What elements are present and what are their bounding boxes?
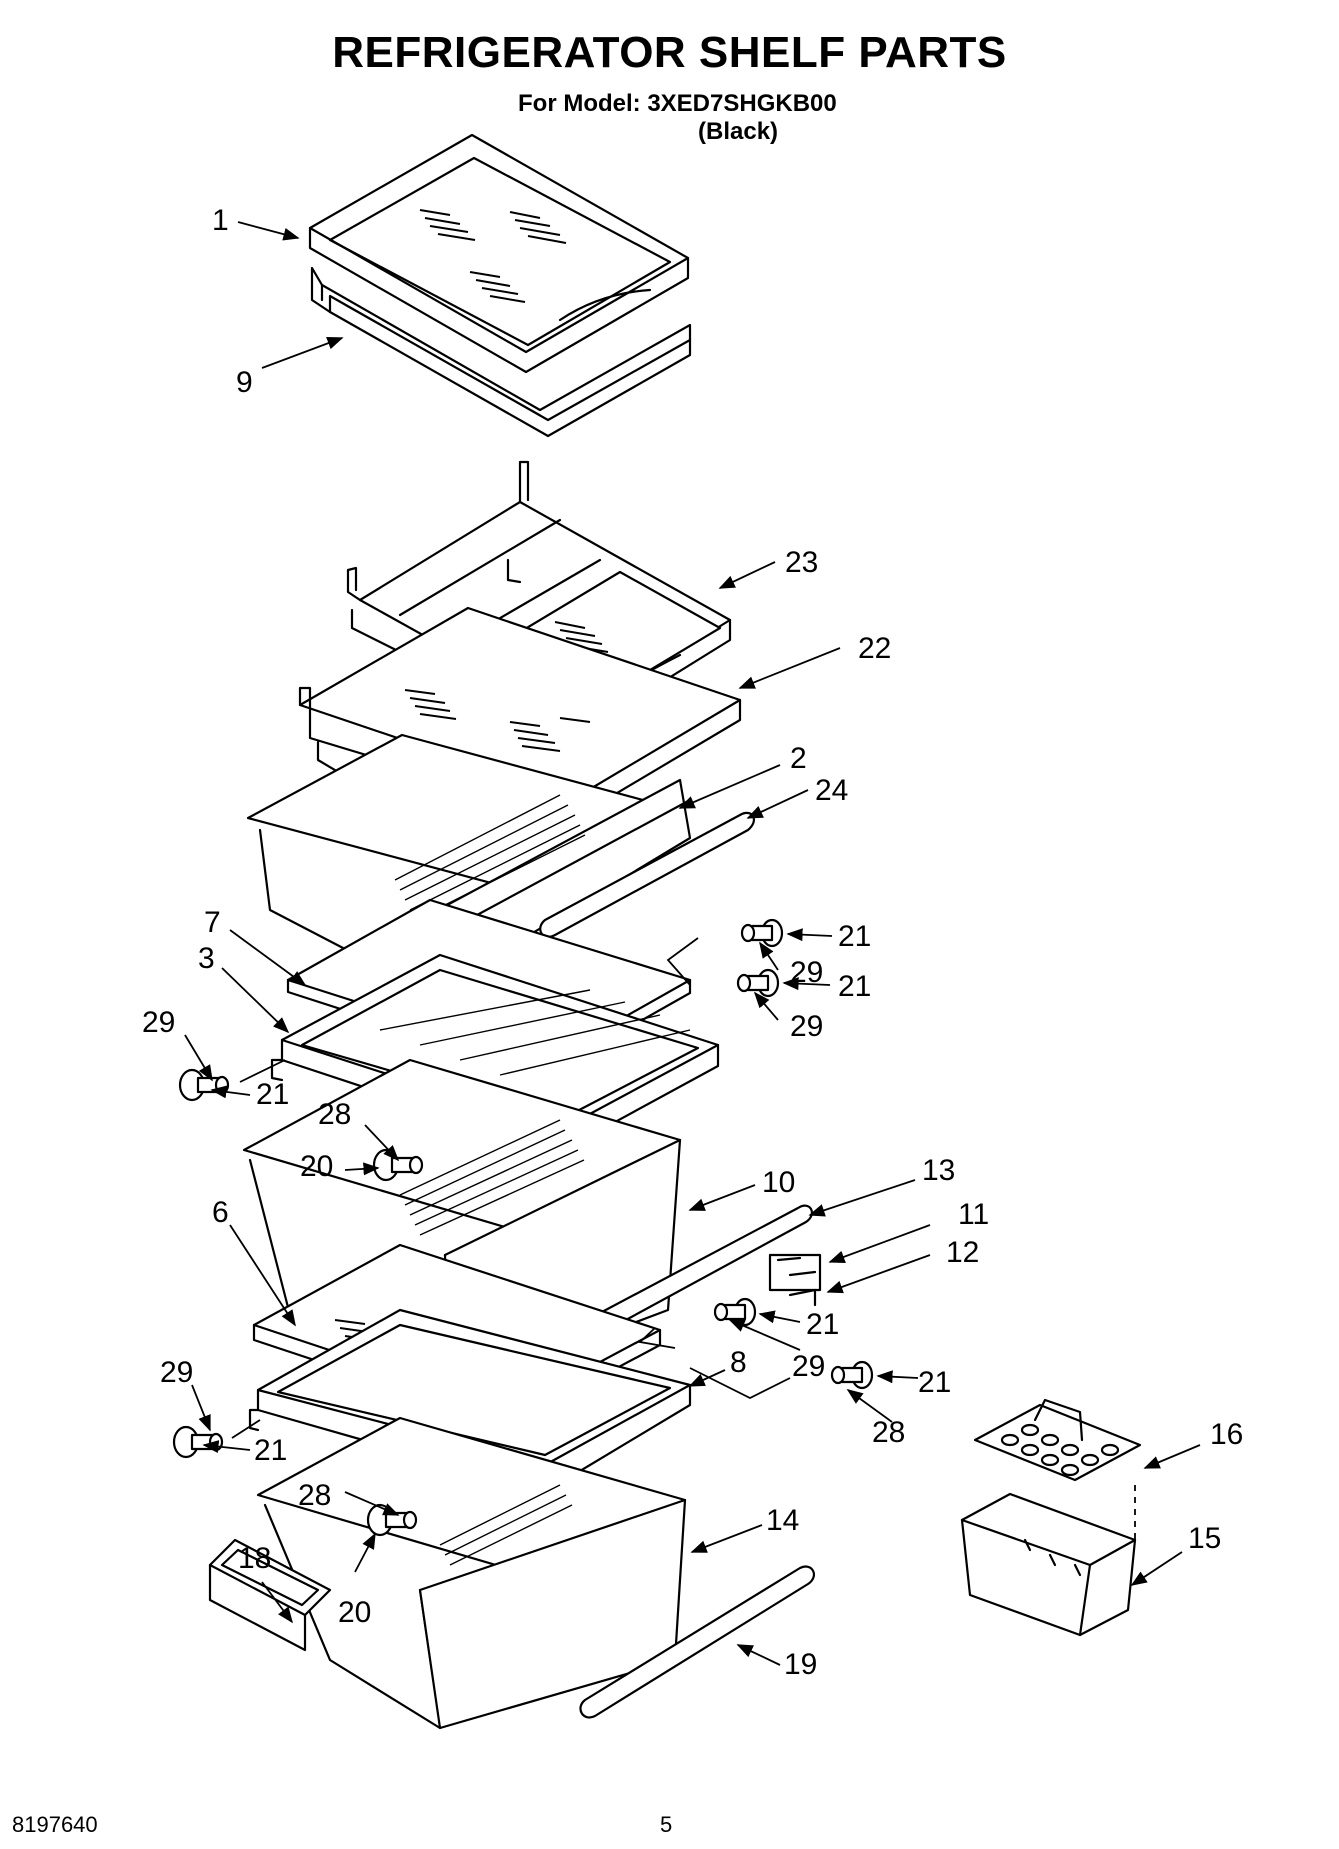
callout-28-a: 28: [318, 1098, 351, 1131]
callout-20-a: 20: [300, 1150, 333, 1183]
callout-29-c: 29: [142, 1006, 175, 1039]
callout-1: 1: [212, 204, 229, 237]
page-number: 5: [660, 1812, 673, 1837]
egg-tray-part: [973, 1398, 1142, 1482]
callout-19: 19: [784, 1648, 817, 1681]
clip-parts: [768, 1253, 822, 1307]
callout-29-e: 29: [160, 1356, 193, 1389]
model-color: (Black): [698, 118, 779, 145]
bottom-crisper-handle-part: [579, 1565, 815, 1719]
egg-bin-part: [960, 1492, 1137, 1637]
callout-18: 18: [238, 1542, 271, 1575]
callout-14: 14: [766, 1504, 799, 1537]
callout-11: 11: [958, 1198, 989, 1231]
callout-12: 12: [946, 1236, 979, 1269]
callout-10: 10: [762, 1166, 795, 1199]
callout-labels: 1 9 23 22 2 24 21 29 7 3 21 29 29 21 28 …: [142, 204, 1243, 1681]
leader-arrows: [184, 221, 1201, 1666]
shelf-frame-part: [310, 266, 692, 438]
bottom-crisper-pan-part: [256, 1416, 687, 1730]
callout-20-b: 20: [338, 1596, 371, 1629]
callout-22: 22: [858, 632, 891, 665]
callout-9: 9: [236, 366, 253, 399]
callout-21-a: 21: [838, 920, 871, 953]
callout-6: 6: [212, 1196, 229, 1229]
callout-2: 2: [790, 742, 807, 775]
callout-29-d: 29: [792, 1350, 825, 1383]
callout-8: 8: [730, 1346, 747, 1379]
document-number: 8197640: [12, 1812, 98, 1837]
callout-21-c: 21: [256, 1078, 289, 1111]
callout-29-a: 29: [790, 956, 823, 989]
callout-15: 15: [1188, 1522, 1221, 1555]
callout-16: 16: [1210, 1418, 1243, 1451]
glass-shelf-part: [308, 133, 690, 374]
model-number: For Model: 3XED7SHGKB00: [518, 90, 837, 117]
callout-29-b: 29: [790, 1010, 823, 1043]
callout-28-c: 28: [298, 1479, 331, 1512]
callout-21-f: 21: [254, 1434, 287, 1467]
callout-7: 7: [204, 906, 221, 939]
callout-21-d: 21: [806, 1308, 839, 1341]
callout-23: 23: [785, 546, 818, 579]
callout-21-e: 21: [918, 1366, 951, 1399]
callout-3: 3: [198, 942, 215, 975]
callout-24: 24: [815, 774, 848, 807]
callout-13: 13: [922, 1154, 955, 1187]
callout-21-b: 21: [838, 970, 871, 1003]
callout-28-b: 28: [872, 1416, 905, 1449]
page-title: REFRIGERATOR SHELF PARTS: [332, 28, 1007, 77]
